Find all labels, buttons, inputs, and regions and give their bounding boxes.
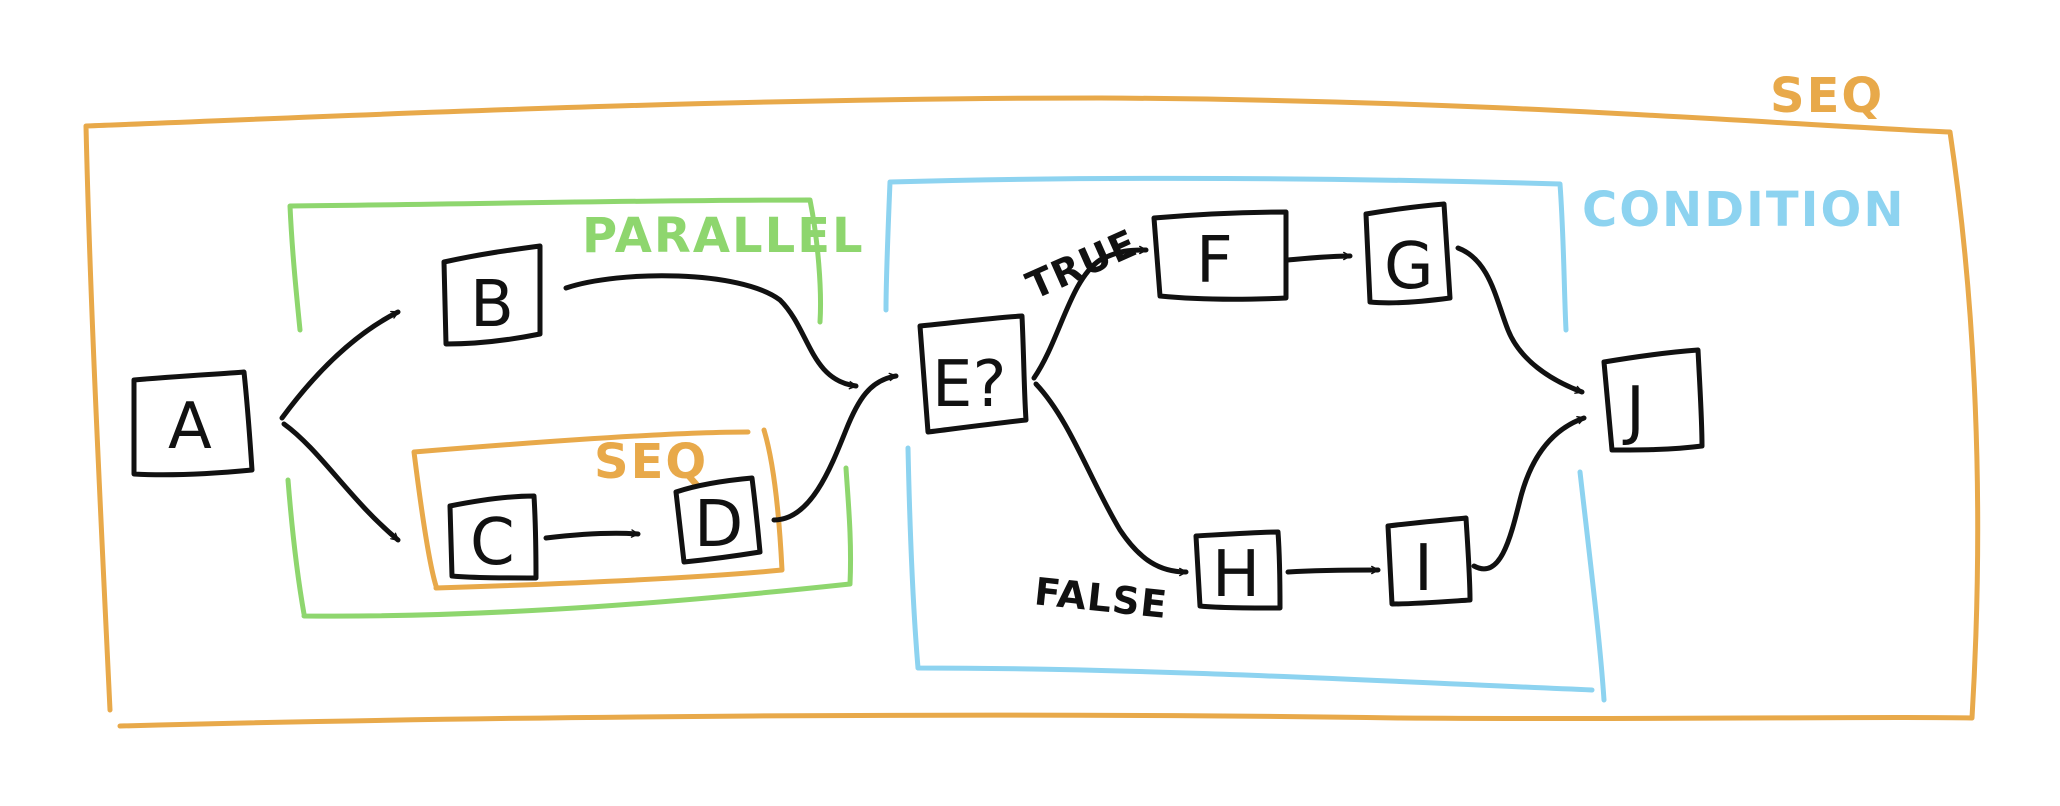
node-h-box <box>1193 529 1283 611</box>
edge-label-true: TRUE <box>1020 221 1144 308</box>
condition-label: CONDITION <box>1582 182 1905 238</box>
condition-group: CONDITION <box>883 175 1905 703</box>
node-d: D <box>673 475 763 565</box>
node-b: B <box>441 243 543 347</box>
inner-seq-label: SEQ <box>594 434 708 490</box>
edge-c-d <box>543 529 641 541</box>
node-c-box <box>447 493 539 581</box>
node-f: F <box>1151 209 1289 302</box>
node-j-label: J <box>1622 374 1645 448</box>
edge-f-g <box>1285 251 1353 263</box>
edge-h-i <box>1285 565 1381 575</box>
parallel-group: PARALLEL <box>285 197 865 619</box>
node-h-label: H <box>1212 538 1260 612</box>
node-g: G <box>1363 201 1453 306</box>
outer-seq-group: SEQ <box>83 68 1981 729</box>
node-j: J <box>1601 347 1705 453</box>
outer-seq-label: SEQ <box>1770 68 1884 124</box>
inner-seq-frame <box>411 427 785 591</box>
parallel-label: PARALLEL <box>582 208 865 264</box>
parallel-frame <box>285 197 854 619</box>
node-b-box <box>441 243 543 347</box>
edge-g-j <box>1455 245 1585 395</box>
edge-d-e <box>771 372 899 523</box>
edge-i-j <box>1471 415 1587 572</box>
node-a: A <box>131 369 255 478</box>
edge-label-false: FALSE <box>1032 569 1169 627</box>
edge-b-e <box>563 273 859 390</box>
edge-a-c <box>281 421 401 543</box>
node-i: I <box>1385 515 1473 607</box>
node-e: E? <box>917 313 1029 435</box>
node-c: C <box>447 493 539 581</box>
node-i-box <box>1385 515 1473 607</box>
edge-e-h <box>1033 381 1189 577</box>
node-e-label: E? <box>932 348 1006 422</box>
edge-a-b <box>279 309 401 421</box>
node-e-box <box>917 313 1029 435</box>
node-g-label: G <box>1384 230 1434 304</box>
node-b-label: B <box>470 268 514 342</box>
node-h: H <box>1193 529 1283 612</box>
condition-frame <box>883 175 1607 703</box>
node-f-box <box>1151 209 1289 302</box>
node-f-label: F <box>1196 224 1233 298</box>
node-i-label: I <box>1414 532 1433 606</box>
node-a-box <box>131 369 255 478</box>
node-d-box <box>673 475 763 565</box>
node-j-box <box>1601 347 1705 453</box>
node-c-label: C <box>470 506 515 580</box>
edge-e-f <box>1031 245 1149 381</box>
node-d-label: D <box>694 488 743 562</box>
node-a-label: A <box>168 390 212 464</box>
node-g-box <box>1363 201 1453 306</box>
outer-seq-frame <box>83 95 1981 729</box>
inner-seq-group: SEQ <box>411 427 785 591</box>
